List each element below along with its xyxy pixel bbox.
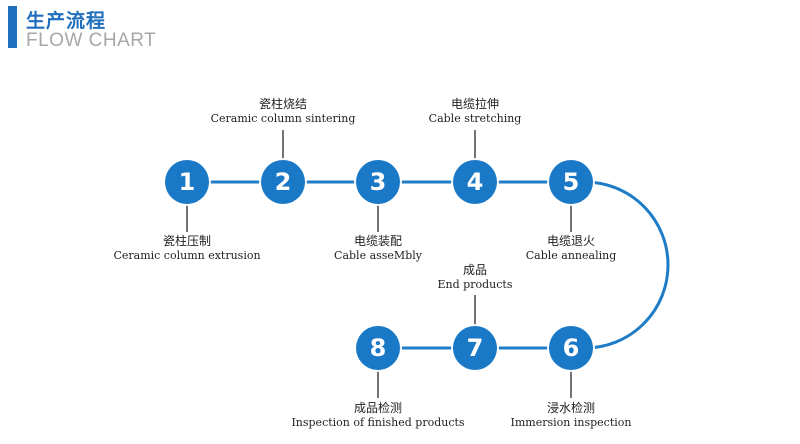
step-node-4: 4 bbox=[453, 160, 497, 204]
step-node-5: 5 bbox=[549, 160, 593, 204]
step-label-cn: 电缆装配 bbox=[353, 234, 402, 248]
step-label-en: Cable annealing bbox=[525, 249, 617, 262]
step-label-cn: 成品检测 bbox=[353, 401, 402, 415]
step-node-7: 7 bbox=[453, 326, 497, 370]
header-accent-bar bbox=[8, 6, 17, 48]
step-label-6: 浸水检测 Immersion inspection bbox=[471, 400, 671, 430]
step-label-7: 成品 End products bbox=[375, 262, 575, 292]
step-label-en: Immersion inspection bbox=[510, 416, 632, 429]
connector-arc-5-6 bbox=[571, 180, 670, 350]
step-label-cn: 瓷柱烧结 bbox=[258, 97, 307, 111]
step-label-cn: 电缆退火 bbox=[546, 234, 595, 248]
page-title: 生产流程 bbox=[26, 10, 107, 32]
step-node-1: 1 bbox=[165, 160, 209, 204]
step-label-2: 瓷柱烧结 Ceramic column sintering bbox=[183, 96, 383, 126]
step-label-en: End products bbox=[437, 278, 513, 291]
page-subtitle: FLOW CHART bbox=[26, 30, 157, 51]
step-label-8: 成品检测 Inspection of finished products bbox=[268, 400, 488, 430]
step-label-4: 电缆拉伸 Cable stretching bbox=[375, 96, 575, 126]
step-label-3: 电缆装配 Cable asseMbly bbox=[278, 233, 478, 263]
step-label-en: Ceramic column extrusion bbox=[113, 249, 261, 262]
step-label-1: 瓷柱压制 Ceramic column extrusion bbox=[87, 233, 287, 263]
step-label-en: Ceramic column sintering bbox=[210, 112, 356, 125]
step-label-en: Inspection of finished products bbox=[291, 416, 465, 429]
step-label-cn: 电缆拉伸 bbox=[450, 97, 499, 111]
step-node-6: 6 bbox=[549, 326, 593, 370]
step-label-en: Cable asseMbly bbox=[334, 249, 422, 262]
step-label-cn: 成品 bbox=[462, 263, 487, 277]
step-label-cn: 瓷柱压制 bbox=[162, 234, 211, 248]
step-node-8: 8 bbox=[356, 326, 400, 370]
step-node-2: 2 bbox=[261, 160, 305, 204]
step-node-3: 3 bbox=[356, 160, 400, 204]
step-label-5: 电缆退火 Cable annealing bbox=[471, 233, 671, 263]
step-label-en: Cable stretching bbox=[428, 112, 522, 125]
step-label-cn: 浸水检测 bbox=[546, 401, 595, 415]
